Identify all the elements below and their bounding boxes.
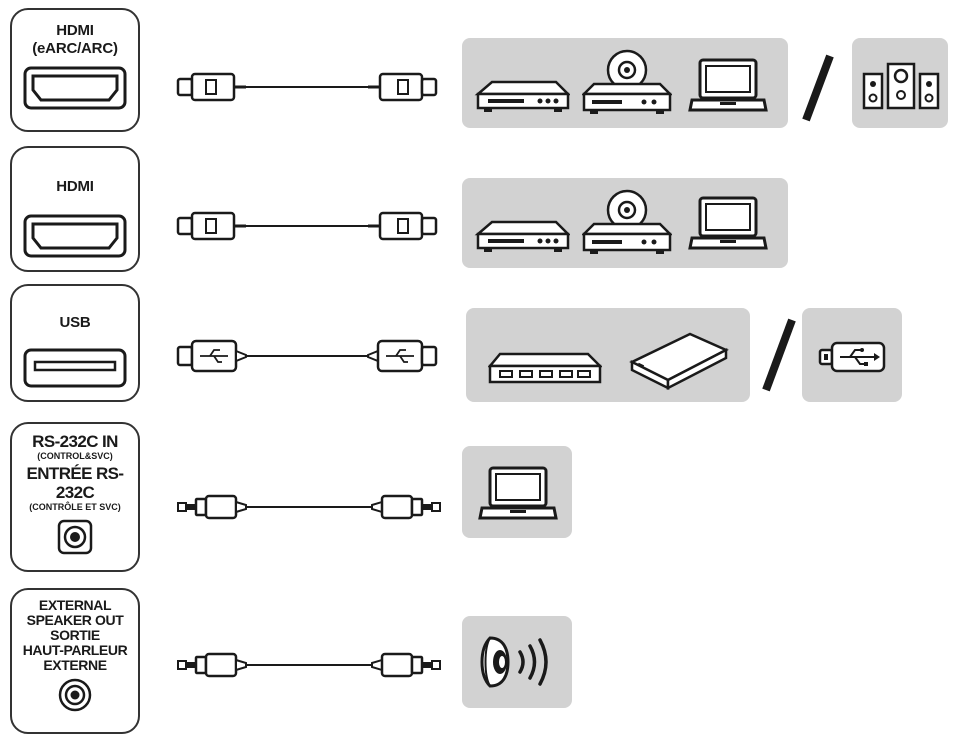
rs232c-sublabel: (CONTROL&SVC) [37,451,113,461]
usb-port-box: USB [10,284,140,402]
rs232c-french-label: ENTRÉE RS-232C [26,464,125,502]
speaker-out-label-5: EXTERNE [43,657,107,673]
hdmi-earc-sublabel: (eARC/ARC) [32,40,118,57]
mini-jack-port-icon [57,519,93,555]
external-hard-drive-icon [629,332,729,391]
speaker-system-icon [862,62,940,110]
laptop-icon [688,196,768,250]
or-separator-slash [762,318,796,392]
set-top-box-icon [474,80,570,112]
hdmi-port-icon [23,66,127,110]
usb-label: USB [59,314,91,331]
speaker-icon [480,636,548,688]
hdmi-cable [176,72,438,102]
mini-jack-port-icon [58,678,92,712]
speaker-out-label-3: SORTIE [50,627,100,643]
usb-hub-icon [488,352,602,384]
hdmi-earc-port-box: HDMI (eARC/ARC) [10,8,140,132]
speaker-panel [462,616,572,708]
hdmi-label: HDMI [56,178,94,195]
speaker-out-port-box: EXTERNAL SPEAKER OUT SORTIE HAUT-PARLEUR… [10,588,140,734]
dvd-player-icon [582,189,672,254]
usb-cable [176,339,438,373]
usb-port-icon [23,348,127,388]
hdmi-cable [176,211,438,241]
speaker-out-label-4: HAUT-PARLEUR [22,642,128,658]
dvd-player-icon [582,49,672,114]
speaker-out-label-2: SPEAKER OUT [26,612,124,628]
hdmi-port-icon [23,214,127,258]
or-separator-slash [802,54,834,122]
stereo-mini-plug-cable [177,494,441,520]
rs232c-port-box: RS-232C IN (CONTROL&SVC) ENTRÉE RS-232C … [10,422,140,572]
rs232c-label: RS-232C IN [32,432,118,451]
hdmi-port-box: HDMI [10,146,140,272]
stereo-mini-plug-cable [177,652,441,678]
laptop-icon [478,466,558,520]
laptop-icon [688,58,768,112]
set-top-box-icon [474,220,570,252]
speaker-out-label-1: EXTERNAL [38,597,112,613]
rs232c-french-sublabel: (CONTRÔLE ET SVC) [29,502,121,512]
usb-flash-drive-icon [818,341,886,373]
hdmi-earc-label: HDMI [56,22,94,39]
